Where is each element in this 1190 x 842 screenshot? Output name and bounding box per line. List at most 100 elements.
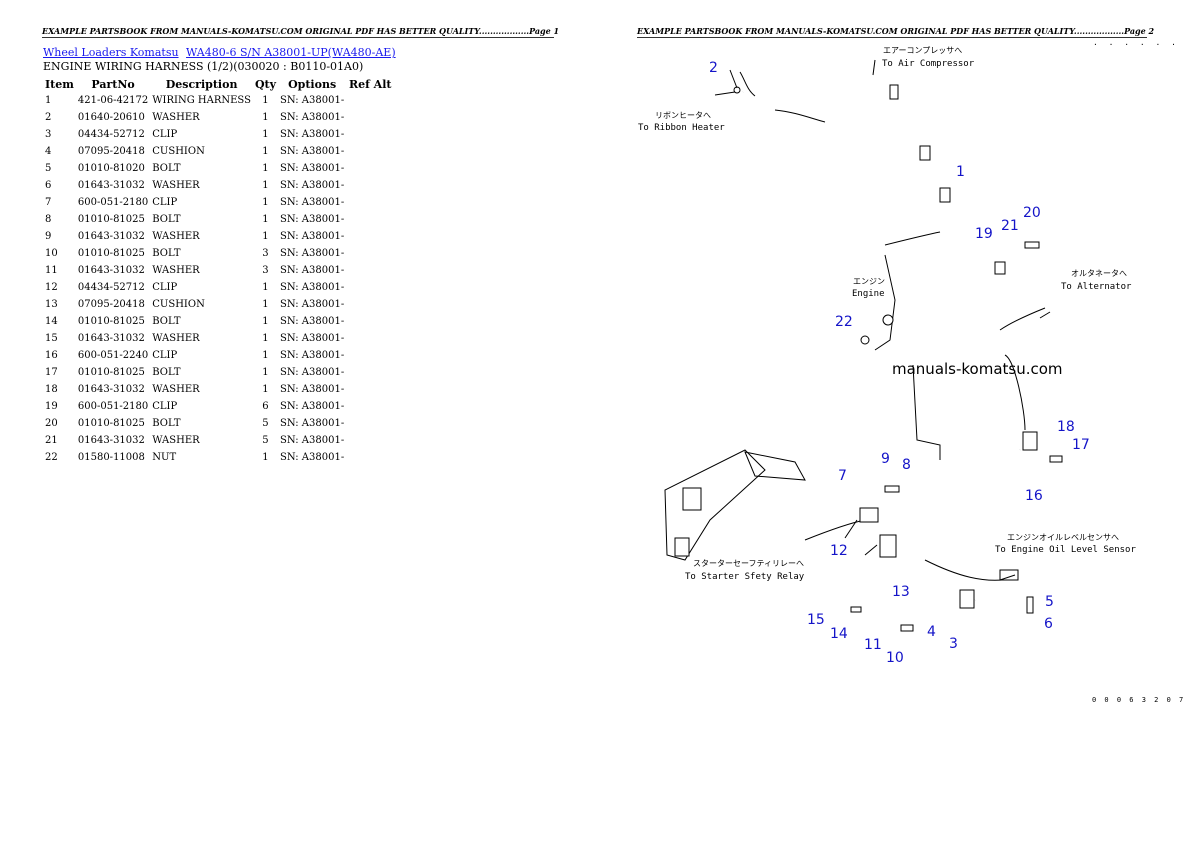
clip-harness-top bbox=[889, 84, 899, 100]
callout-21: 21 bbox=[1001, 218, 1019, 234]
cell-description: CUSHION bbox=[152, 146, 205, 157]
cell-ref-alt bbox=[346, 330, 394, 347]
label-ribbon-jp: リボンヒータへ bbox=[655, 111, 711, 120]
cell-item: 17 bbox=[45, 367, 58, 378]
cell-qty: 1 bbox=[262, 214, 269, 225]
cell-qty: 1 bbox=[262, 282, 269, 293]
cell-partno: 01643-31032 bbox=[77, 333, 145, 344]
clip-16 bbox=[1022, 431, 1038, 451]
cell-partno: 01010-81020 bbox=[77, 163, 145, 174]
cell-options: SN: A38001- bbox=[280, 95, 345, 106]
label-air-en: To Air Compressor bbox=[882, 59, 975, 69]
callout-18: 18 bbox=[1057, 419, 1075, 435]
callout-22: 22 bbox=[835, 314, 853, 330]
cell-partno: 07095-20418 bbox=[77, 299, 145, 310]
cell-qty: 1 bbox=[262, 316, 269, 327]
callout-12: 12 bbox=[830, 543, 848, 559]
callout-6: 6 bbox=[1044, 616, 1053, 632]
cell-description: BOLT bbox=[152, 214, 181, 225]
harness-starter-branch bbox=[804, 519, 866, 541]
cell-ref-alt bbox=[346, 432, 394, 449]
cell-item: 9 bbox=[45, 231, 52, 242]
engine-cover-edge bbox=[884, 231, 941, 246]
cell-qty: 5 bbox=[262, 418, 269, 429]
cell-ref-alt bbox=[346, 449, 394, 466]
cell-item: 21 bbox=[45, 435, 58, 446]
page-title: ENGINE WIRING HARNESS (1/2)(030020 : B01… bbox=[43, 60, 364, 73]
cell-qty: 1 bbox=[262, 299, 269, 310]
cell-item: 5 bbox=[45, 163, 52, 174]
cell-ref-alt bbox=[346, 109, 394, 126]
corner-dots: · · · · · · bbox=[1093, 40, 1179, 49]
breadcrumb-link-model[interactable]: WA480-6 S/N A38001-UP(WA480-AE) bbox=[186, 46, 396, 59]
nut-22 bbox=[860, 335, 870, 345]
cell-description: BOLT bbox=[152, 163, 181, 174]
cell-options: SN: A38001- bbox=[280, 333, 345, 344]
cell-description: WASHER bbox=[152, 231, 200, 242]
column-header-qty: Qty bbox=[254, 77, 276, 91]
cell-item: 19 bbox=[45, 401, 58, 412]
cell-partno: 600-051-2180 bbox=[77, 197, 149, 208]
breadcrumb: Wheel Loaders Komatsu WA480-6 S/N A38001… bbox=[43, 46, 400, 59]
label-oil-jp: エンジンオイルレベルセンサへ bbox=[1007, 533, 1119, 542]
bolt-20 bbox=[1024, 241, 1040, 249]
column-header-partno: PartNo bbox=[91, 77, 135, 91]
harness-lower bbox=[846, 449, 1021, 620]
cell-ref-alt bbox=[346, 279, 394, 296]
cell-partno: 01580-11008 bbox=[77, 452, 145, 463]
harness-alt-branch bbox=[999, 307, 1046, 331]
cell-ref-alt bbox=[346, 126, 394, 143]
cell-qty: 1 bbox=[262, 197, 269, 208]
callout-11: 11 bbox=[864, 637, 882, 653]
cell-description: WASHER bbox=[152, 265, 200, 276]
cell-partno: 01643-31032 bbox=[77, 231, 145, 242]
cell-ref-alt bbox=[346, 228, 394, 245]
harness-branch-compressor bbox=[739, 71, 756, 97]
cell-item: 22 bbox=[45, 452, 58, 463]
cell-ref-alt bbox=[346, 381, 394, 398]
cell-description: WASHER bbox=[152, 435, 200, 446]
cell-qty: 1 bbox=[262, 350, 269, 361]
cell-partno: 01010-81025 bbox=[77, 367, 145, 378]
cell-options: SN: A38001- bbox=[280, 401, 345, 412]
cell-description: BOLT bbox=[152, 367, 181, 378]
cell-item: 20 bbox=[45, 418, 58, 429]
callout-15: 15 bbox=[807, 612, 825, 628]
bolt-10 bbox=[900, 624, 914, 632]
clip-19 bbox=[994, 261, 1006, 275]
cell-description: WASHER bbox=[152, 180, 200, 191]
cell-options: SN: A38001- bbox=[280, 265, 345, 276]
label-alt-jp: オルタネータへ bbox=[1071, 269, 1127, 278]
right-page: EXAMPLE PARTSBOOK FROM MANUALS-KOMATSU.C… bbox=[595, 0, 1190, 842]
cell-options: SN: A38001- bbox=[280, 435, 345, 446]
cell-description: CLIP bbox=[152, 401, 178, 412]
starter-plate bbox=[664, 449, 766, 561]
cell-ref-alt bbox=[346, 313, 394, 330]
harness-alt-branch-2 bbox=[1004, 354, 1026, 431]
left-page: EXAMPLE PARTSBOOK FROM MANUALS-KOMATSU.C… bbox=[42, 26, 559, 466]
column-header-ref-alt: Ref Alt bbox=[348, 77, 392, 91]
cell-qty: 1 bbox=[262, 95, 269, 106]
cell-item: 11 bbox=[45, 265, 58, 276]
oil-sensor-connector bbox=[999, 569, 1019, 581]
exploded-diagram: エアーコンプレッサへ To Air Compressor リボンヒータへ To … bbox=[638, 46, 1136, 666]
cell-options: SN: A38001- bbox=[280, 452, 345, 463]
callout-7: 7 bbox=[838, 468, 847, 484]
cell-item: 2 bbox=[45, 112, 52, 123]
cell-qty: 3 bbox=[262, 248, 269, 259]
cell-partno: 01010-81025 bbox=[77, 418, 145, 429]
clip-harness-1 bbox=[919, 145, 931, 161]
column-header-options: Options bbox=[288, 77, 337, 91]
callout-5: 5 bbox=[1045, 594, 1054, 610]
cell-partno: 600-051-2240 bbox=[77, 350, 149, 361]
cell-item: 4 bbox=[45, 146, 52, 157]
callout-1: 1 bbox=[956, 164, 965, 180]
breadcrumb-link-brand[interactable]: Wheel Loaders Komatsu bbox=[43, 46, 179, 59]
clip-12 bbox=[879, 534, 897, 558]
